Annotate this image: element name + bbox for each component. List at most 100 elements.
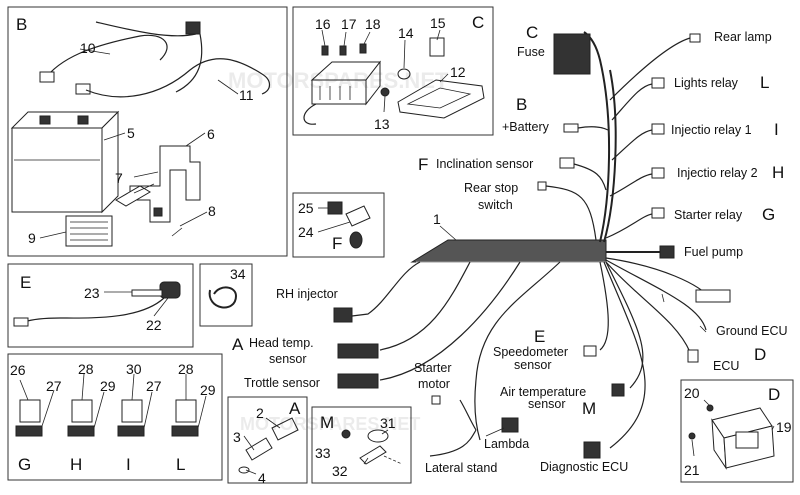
wire-lateral-stand — [429, 429, 477, 457]
starter-relay-label: Starter relay — [674, 208, 743, 222]
wire-lambda — [474, 261, 561, 441]
ecu-unit-icon — [711, 407, 775, 470]
fuse-panel-letter: C — [472, 13, 484, 32]
relays-panel-frame — [7, 353, 223, 481]
air-temp-letter: M — [582, 399, 596, 418]
wire-head-temp — [379, 261, 471, 351]
speedometer-label-line1: Speedometer — [493, 345, 568, 359]
diagnostic-ecu-label: Diagnostic ECU — [540, 460, 628, 474]
air-temp-label-line2: sensor — [528, 397, 566, 411]
part-number-29-h: 29 — [100, 378, 116, 394]
part-number-27-g: 27 — [46, 378, 62, 394]
part-number-17: 17 — [341, 16, 357, 32]
fuse-letter: C — [526, 23, 538, 42]
fuse-icon — [321, 45, 329, 56]
wire-starter-motor — [459, 399, 477, 431]
part-number-2: 2 — [256, 405, 264, 421]
terminal-icon — [75, 83, 91, 95]
washer-icon — [397, 68, 411, 80]
main-harness: 1 — [333, 31, 731, 459]
part-number-9: 9 — [28, 230, 36, 246]
wire-rear-lamp — [609, 37, 691, 101]
fuse-box-bracket-icon — [397, 79, 485, 119]
battery-panel-frame — [7, 6, 288, 257]
part-number-24: 24 — [298, 224, 314, 240]
part-number-33: 33 — [315, 445, 331, 461]
cable-clamp-icon — [208, 286, 238, 309]
screw-icon — [341, 429, 351, 439]
relay-letter-g: G — [18, 455, 31, 474]
starter-motor-label-line2: motor — [418, 377, 450, 391]
part-number-14: 14 — [398, 25, 414, 41]
starter-motor-terminal-icon — [431, 395, 441, 405]
wire-battery — [577, 126, 609, 131]
diagnostic-ecu-connector-icon — [583, 441, 601, 459]
inclination-panel: 25 24 F — [292, 192, 385, 258]
component-labels: C Fuse Rear lamp Lights relay L B +Batte… — [232, 23, 788, 475]
fuel-pump-label: Fuel pump — [684, 245, 743, 259]
sensor-body-icon — [245, 437, 273, 461]
battery-cable-top — [95, 21, 197, 37]
fuse-label: Fuse — [517, 45, 545, 59]
terminal-icon — [39, 71, 55, 83]
wire-throttle — [379, 261, 521, 381]
rear-stop-connector-icon — [537, 181, 547, 191]
ecu-screw-icon — [706, 404, 714, 412]
head-temp-label-line2: sensor — [269, 352, 307, 366]
fuse-panel-frame — [292, 6, 494, 136]
part-number-25: 25 — [298, 200, 314, 216]
inclination-sensor-icon — [345, 205, 371, 227]
speedometer-label-line2: sensor — [514, 358, 552, 372]
temp-sensor-icon — [271, 417, 299, 441]
starter-relay-connector-icon — [651, 207, 665, 219]
wire-lights-relay — [611, 83, 653, 121]
lambda-connector-icon — [501, 417, 519, 433]
part-number-8: 8 — [208, 203, 216, 219]
screw-icon — [171, 227, 183, 237]
head-temp-letter: A — [232, 335, 244, 354]
relay-letter-l: L — [176, 455, 185, 474]
part-number-19: 19 — [776, 419, 792, 435]
part-number-3: 3 — [233, 429, 241, 445]
head-temp-panel: A 2 3 4 — [227, 396, 308, 486]
fuse-holder-icon — [553, 33, 591, 75]
head-temp-label-line1: Head temp. — [249, 336, 314, 350]
ground-ecu-label: Ground ECU — [716, 324, 788, 338]
injection-relay-2-connector-icon — [651, 167, 665, 179]
part-number-11: 11 — [239, 87, 254, 103]
wire-injection-relay-1 — [611, 129, 653, 161]
part-number-23: 23 — [84, 285, 100, 301]
part-number-28-h: 28 — [78, 361, 94, 377]
head-temp-panel-letter: A — [289, 399, 301, 418]
ecu-panel-letter: D — [768, 385, 780, 404]
sensor-plug-icon — [13, 317, 29, 327]
lateral-stand-label: Lateral stand — [425, 461, 497, 475]
inclination-letter: F — [418, 155, 428, 174]
part-number-5: 5 — [127, 125, 135, 141]
watermark: MOTORSPARES.NET — [228, 68, 449, 93]
rh-injector-connector-icon — [333, 307, 353, 323]
clamp-panel: 34 — [199, 263, 253, 327]
head-temp-panel-frame — [227, 396, 308, 484]
throttle-sensor-label: Trottle sensor — [244, 376, 320, 390]
harness-branch-upper — [603, 69, 617, 243]
wire-starter-relay — [605, 213, 653, 239]
rear-stop-label-line1: Rear stop — [464, 181, 518, 195]
speedometer-letter: E — [534, 327, 545, 346]
clamp-panel-frame — [199, 263, 253, 327]
battery-cable-negative — [43, 34, 168, 81]
wire-diagnostic — [603, 261, 646, 449]
battery-letter: B — [516, 95, 527, 114]
wire-rear-stop — [545, 185, 597, 241]
battery-terminal-icon — [563, 123, 579, 133]
part-number-13: 13 — [374, 116, 390, 132]
starter-relay-letter: G — [762, 205, 775, 224]
wire-ecu — [605, 261, 691, 353]
ecu-connector-icon — [687, 349, 699, 363]
speed-sensor-panel-frame — [7, 263, 194, 348]
part-number-20: 20 — [684, 385, 700, 401]
lights-relay-label: Lights relay — [674, 76, 739, 90]
injection-relay-1-label: Injectio relay 1 — [671, 123, 752, 137]
wire-injection-relay-2 — [609, 173, 653, 197]
